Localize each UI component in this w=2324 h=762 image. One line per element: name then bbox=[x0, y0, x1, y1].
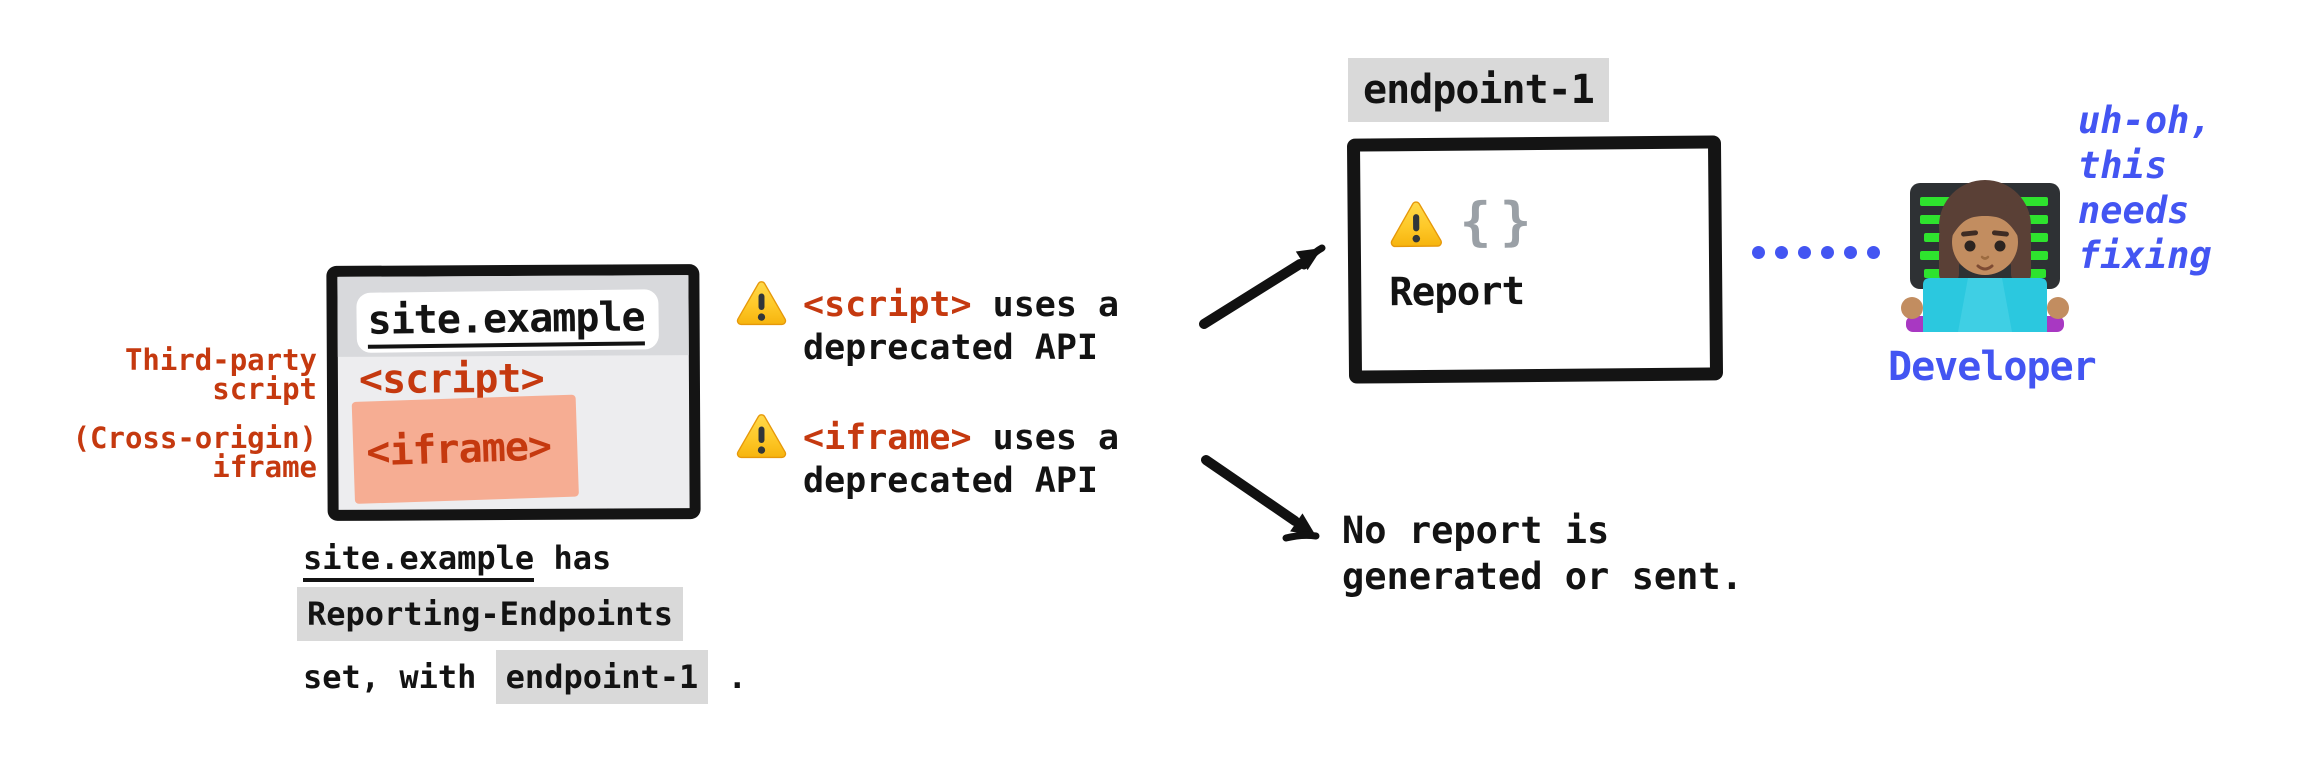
iframe-warning-text: <iframe> uses a deprecated API bbox=[803, 408, 1119, 503]
iframe-warning-line1: <iframe> uses a bbox=[803, 417, 1119, 460]
woman-technologist-emoji bbox=[1901, 180, 2069, 332]
iframe-tag-text: <iframe> bbox=[365, 423, 552, 476]
iframe-warning-tag: <iframe> bbox=[803, 418, 972, 458]
endpoint-1-label: endpoint-1 bbox=[1348, 58, 1609, 122]
thought-line2: this bbox=[2078, 144, 2168, 187]
address-bar: site.example bbox=[356, 289, 659, 353]
warning-icon bbox=[1390, 201, 1442, 248]
caption-line-1: site.example has bbox=[297, 538, 747, 582]
site-example-browser-window: site.example <script> <iframe> bbox=[326, 264, 701, 521]
reporting-endpoints-chip: Reporting-Endpoints bbox=[297, 587, 684, 641]
no-report-line2: generated or sent. bbox=[1342, 555, 1743, 598]
arrow-to-no-report-icon bbox=[1201, 455, 1320, 542]
dot bbox=[1821, 246, 1834, 259]
dot bbox=[1798, 246, 1811, 259]
third-party-script-label: Third-party script bbox=[125, 346, 317, 404]
window-toolbar: site.example bbox=[337, 275, 689, 357]
script-warning-line1: <script> uses a bbox=[803, 284, 1119, 327]
iframe-highlight-region: <iframe> bbox=[351, 394, 579, 504]
developer-label: Developer bbox=[1888, 344, 2097, 390]
address-bar-url: site.example bbox=[367, 293, 645, 349]
window-caption: site.example has Reporting-Endpoints set… bbox=[297, 538, 747, 713]
warning-icon bbox=[736, 281, 787, 326]
third-party-script-label-line1: Third-party bbox=[124, 343, 317, 377]
thought-line3: needs bbox=[2078, 189, 2190, 232]
cross-origin-iframe-label: (Cross-origin) iframe bbox=[73, 424, 317, 482]
iframe-warning-rest: uses a bbox=[971, 418, 1120, 458]
script-warning-tag: <script> bbox=[803, 285, 972, 325]
report-label: Report bbox=[1389, 269, 1525, 316]
script-warning-line2: deprecated API bbox=[803, 328, 1099, 368]
dot bbox=[1752, 246, 1765, 259]
caption-line-2: Reporting-Endpoints bbox=[297, 587, 747, 641]
dotted-connector bbox=[1752, 246, 1880, 259]
thought-line1: uh-oh, bbox=[2078, 99, 2212, 142]
cross-origin-iframe-label-line1: (Cross-origin) bbox=[72, 421, 317, 455]
developer-thought-text: uh-oh, this needs fixing bbox=[2078, 98, 2212, 278]
no-report-line1: No report is bbox=[1342, 509, 1610, 552]
caption-domain: site.example bbox=[303, 539, 535, 582]
script-warning-row: <script> uses a deprecated API bbox=[735, 275, 1119, 370]
script-warning-rest: uses a bbox=[971, 285, 1120, 325]
iframe-warning-row: <iframe> uses a deprecated API bbox=[735, 408, 1119, 503]
json-braces: {} bbox=[1459, 191, 1541, 253]
cross-origin-iframe-label-line2: iframe bbox=[212, 450, 317, 484]
report-row: {} bbox=[1388, 192, 1708, 253]
warning-icon bbox=[736, 414, 787, 459]
endpoint-1-chip: endpoint-1 bbox=[495, 650, 709, 704]
dot bbox=[1844, 246, 1857, 259]
script-warning-text: <script> uses a deprecated API bbox=[803, 275, 1119, 370]
thought-line4: fixing bbox=[2078, 234, 2212, 277]
arrow-to-endpoint-icon bbox=[1199, 244, 1326, 329]
caption-set-with: set, with bbox=[303, 658, 496, 696]
endpoint-1-box: {} Report bbox=[1346, 135, 1724, 384]
no-report-text: No report is generated or sent. bbox=[1342, 508, 1743, 600]
caption-has: has bbox=[534, 539, 612, 577]
caption-period: . bbox=[708, 658, 747, 696]
iframe-warning-line2: deprecated API bbox=[803, 461, 1099, 501]
caption-line-3: set, with endpoint-1 . bbox=[297, 650, 747, 704]
dot bbox=[1775, 246, 1788, 259]
dot bbox=[1867, 246, 1880, 259]
third-party-script-label-line2: script bbox=[212, 372, 317, 406]
